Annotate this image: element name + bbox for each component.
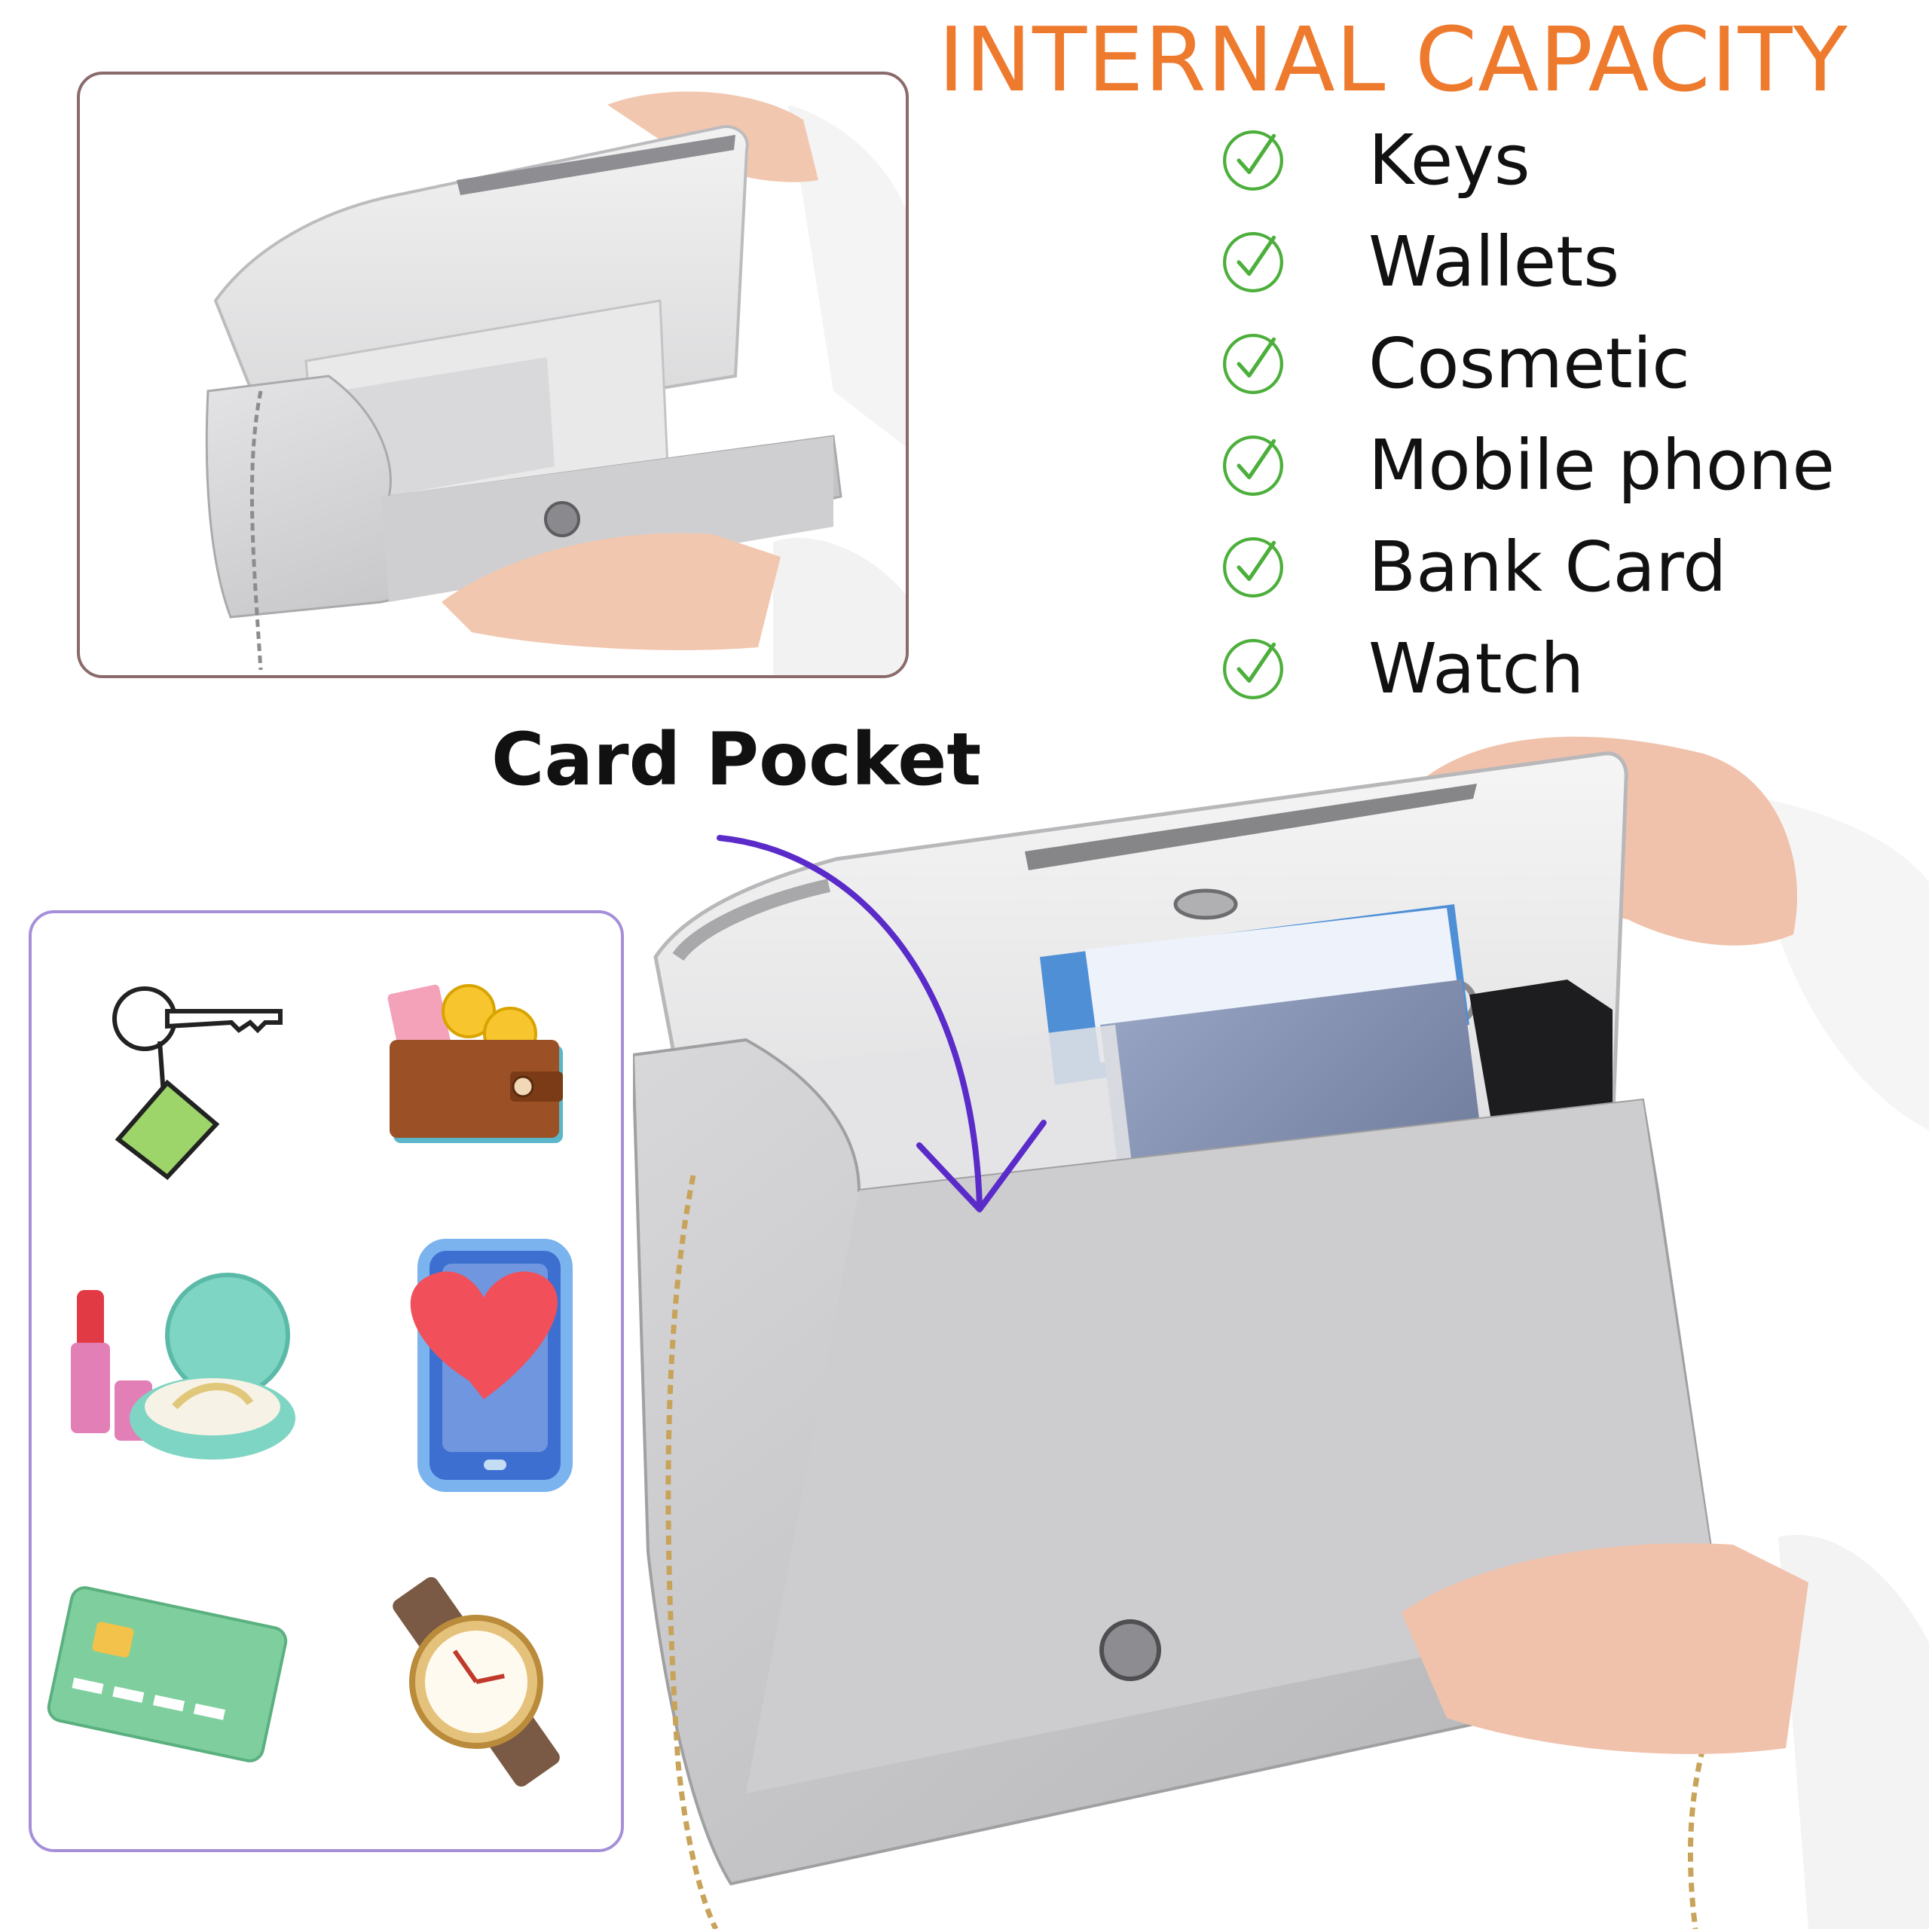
bank-card-icon	[47, 1586, 288, 1762]
page-title: INTERNAL CAPACITY	[938, 8, 1848, 112]
check-circle-icon	[1223, 638, 1283, 699]
open-clutch-photo	[77, 72, 909, 678]
capacity-label: Watch	[1368, 628, 1585, 709]
capacity-item: Keys	[1221, 109, 1835, 211]
capacity-label: Keys	[1368, 119, 1530, 200]
capacity-label: Cosmetic	[1368, 323, 1690, 404]
capacity-label: Bank Card	[1368, 526, 1727, 607]
check-circle-icon	[1223, 231, 1283, 292]
check-circle-icon	[1223, 333, 1283, 394]
cosmetics-icon	[71, 1273, 295, 1460]
capacity-item: Cosmetic	[1221, 313, 1835, 414]
card-pocket-label: Card Pocket	[491, 717, 982, 802]
clutch-illustration	[205, 91, 906, 675]
check-circle-icon	[1223, 130, 1283, 191]
capacity-item: Watch	[1221, 618, 1835, 720]
keychain-icon	[112, 986, 283, 1181]
capacity-label: Mobile phone	[1368, 424, 1835, 506]
bag-illustration	[631, 736, 1929, 1930]
capacity-item: Bank Card	[1221, 516, 1835, 618]
capacity-label: Wallets	[1368, 221, 1620, 302]
capacity-list: Keys Wallets Cosmetic Mobile phone Bank …	[1221, 109, 1835, 720]
check-circle-icon	[1223, 435, 1283, 496]
check-circle-icon	[1223, 536, 1283, 598]
capacity-item: Wallets	[1221, 211, 1835, 313]
phone-heart-icon	[410, 1239, 573, 1492]
wallet-icon	[387, 984, 563, 1143]
capacity-item: Mobile phone	[1221, 414, 1835, 516]
main-bag-photo	[631, 708, 1929, 1930]
contents-icon-panel	[29, 910, 624, 1852]
watch-icon	[393, 1576, 560, 1787]
